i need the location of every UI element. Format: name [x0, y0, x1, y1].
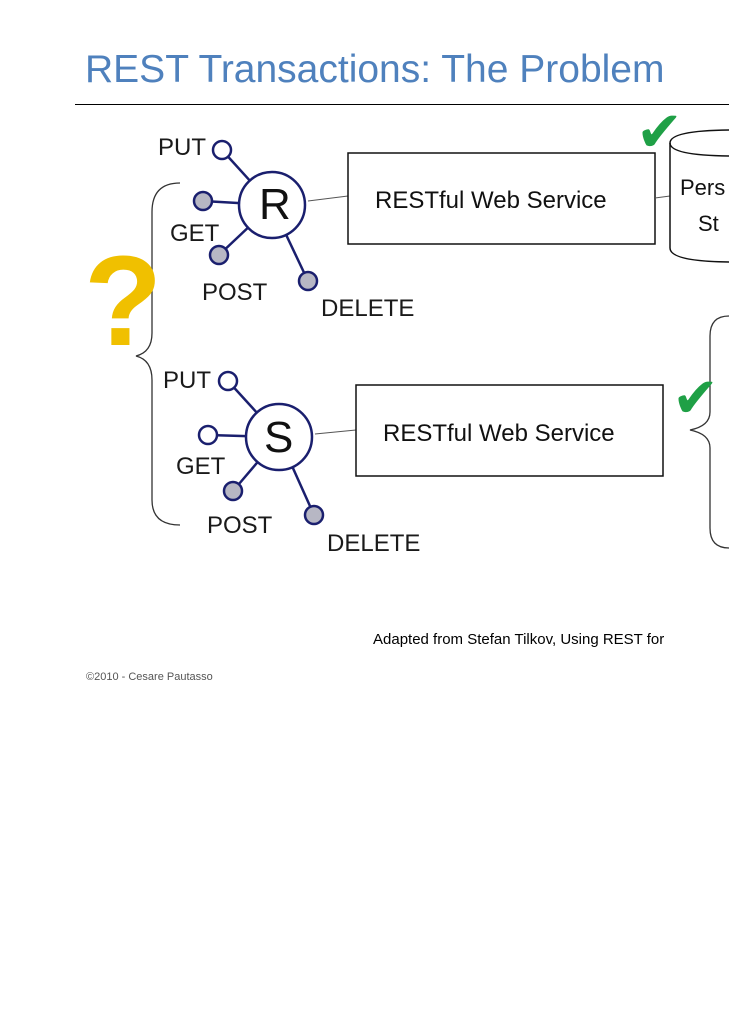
- s-put-port: [217, 370, 239, 392]
- slide-title: REST Transactions: The Problem: [85, 48, 665, 91]
- check-mark-icon: ✔: [636, 100, 683, 163]
- s-post-port: [222, 480, 244, 502]
- r-post-port: [208, 244, 230, 266]
- r-delete-port: [297, 270, 319, 292]
- resource-s-letter: S: [264, 413, 294, 462]
- storage-label-line1: Pers: [680, 175, 726, 200]
- resource-r-node: [237, 170, 307, 240]
- resource-r-letter: R: [259, 180, 291, 229]
- r-post-label: POST: [202, 279, 268, 306]
- r-to-service-connector: [307, 195, 349, 202]
- resource-s-node: [244, 402, 314, 472]
- r-service-to-storage: [654, 195, 671, 199]
- r-put-label: PUT: [158, 134, 206, 161]
- storage-cylinder: [669, 129, 729, 263]
- question-mark: ?: [84, 230, 163, 373]
- s-get-label: GET: [176, 453, 226, 480]
- r-delete-label: DELETE: [321, 295, 415, 322]
- s-get-port: [197, 424, 219, 446]
- r-get-port: [192, 190, 214, 212]
- check-mark-icon: ✔: [672, 366, 719, 429]
- s-to-service-connector: [314, 429, 357, 435]
- s-put-label: PUT: [163, 367, 211, 394]
- s-post-label: POST: [207, 512, 273, 539]
- right-brace: [689, 315, 729, 549]
- s-delete-label: DELETE: [327, 530, 421, 557]
- s-delete-port: [303, 504, 325, 526]
- copyright-notice: ©2010 - Cesare Pautasso: [86, 671, 213, 683]
- storage-label-line2: St: [698, 211, 719, 236]
- service-box-r: [347, 152, 656, 245]
- service-box-s: [355, 384, 664, 477]
- r-get-label: GET: [170, 220, 220, 247]
- left-brace: [135, 182, 181, 526]
- service-s-label: RESTful Web Service: [383, 420, 615, 447]
- r-put-port: [211, 139, 233, 161]
- title-divider: [75, 104, 729, 105]
- source-credit: Adapted from Stefan Tilkov, Using REST f…: [373, 631, 665, 648]
- service-r-label: RESTful Web Service: [375, 187, 607, 214]
